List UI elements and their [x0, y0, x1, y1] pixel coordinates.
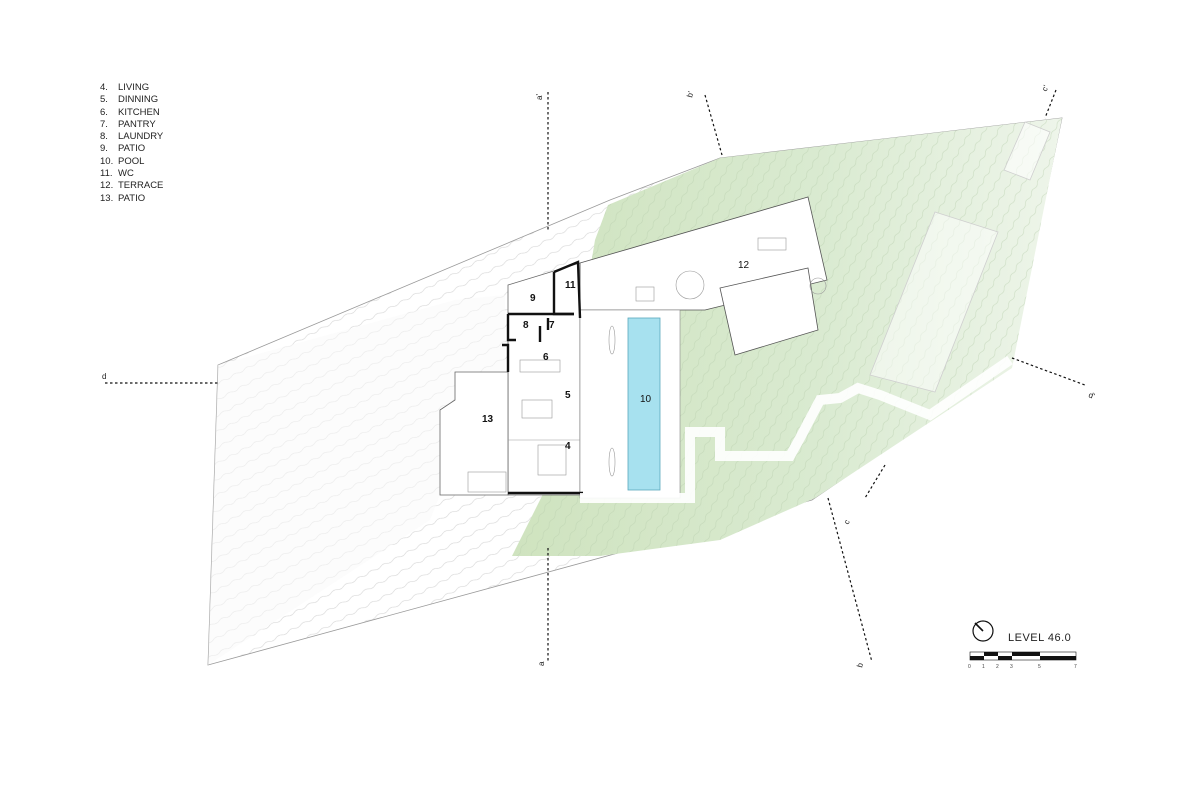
scale-tick-label: 2 [996, 664, 999, 670]
house-outline [507, 262, 581, 496]
lower-lot-area [208, 295, 505, 665]
garden-path [580, 355, 1013, 503]
section-a-top-label: a' [535, 94, 544, 100]
interior-details [467, 237, 827, 493]
small-deck [1003, 121, 1051, 181]
legend-item-number: 9. [100, 143, 108, 155]
room-label-9: 9 [530, 293, 536, 304]
room-legend: 4. LIVING 5. DINNING 6. KITCHEN 7. PANTRY 8. LAUN… [100, 82, 163, 205]
legend-item-label: POOL [118, 155, 145, 167]
scale-tick-labels: 0 1 2 3 5 7 [968, 664, 1078, 674]
section-a-bottom-label: a [537, 661, 546, 666]
legend-item-label: TERRACE [118, 180, 164, 192]
legend-item: 7. PANTRY [100, 119, 163, 131]
section-lines [105, 89, 1086, 663]
legend-item: 6. KITCHEN [100, 107, 163, 119]
section-c-top-label: c' [1040, 83, 1051, 93]
legend-item-number: 13. [100, 192, 114, 204]
level-title: LEVEL 46.0 [1008, 632, 1072, 644]
room-labels: 4 5 6 7 8 9 10 11 12 13 [482, 260, 750, 452]
scale-tick-label: 0 [968, 664, 971, 670]
room-label-7: 7 [549, 320, 555, 331]
scale-tick-label: 5 [1038, 664, 1041, 670]
legend-item-label: KITCHEN [118, 106, 160, 118]
terrace-roof [719, 267, 819, 356]
legend-item-number: 8. [100, 131, 108, 143]
legend-item-number: 10. [100, 155, 114, 167]
scale-tick-label: 1 [982, 664, 985, 670]
legend-item-label: LAUNDRY [118, 131, 164, 143]
legend-item-number: 7. [100, 118, 108, 130]
scale-tick-label: 7 [1074, 664, 1077, 670]
room-label-4: 4 [565, 441, 571, 452]
section-c-bottom-label: c [842, 518, 852, 526]
legend-item-label: PATIO [118, 192, 146, 204]
north-arrow-icon [972, 620, 994, 642]
room-label-5: 5 [565, 390, 571, 401]
legend-item-label: PATIO [118, 143, 146, 155]
legend-item-number: 4. [100, 82, 108, 93]
section-d-left-label: d [102, 372, 106, 381]
walls [502, 260, 583, 495]
legend-item: 10. POOL [100, 156, 163, 168]
legend-item: 11. WC [100, 168, 163, 180]
scale-tick-label: 3 [1010, 664, 1013, 670]
scale-bar [969, 651, 1077, 661]
legend-item: 8. LAUNDRY [100, 131, 163, 143]
section-d-right-label: d' [1087, 390, 1096, 401]
room-label-11: 11 [565, 280, 576, 291]
room-label-10: 10 [640, 394, 652, 405]
legend-item: 9. PATIO [100, 143, 163, 155]
section-tags: a' a b' b c' c d d' [102, 83, 1096, 668]
legend-item: 12. TERRACE [100, 180, 163, 192]
room-label-12: 12 [738, 260, 750, 271]
legend-item-number: 11. [100, 168, 113, 180]
legend-item-number: 12. [100, 180, 114, 192]
section-b-top-label: b' [685, 90, 695, 99]
legend-item-number: 5. [100, 94, 108, 106]
legend-item-label: LIVING [118, 82, 150, 93]
tennis-court [869, 211, 999, 393]
legend-item: 4. LIVING [100, 82, 163, 94]
legend-item-label: DINNING [118, 94, 159, 106]
section-b-bottom-label: b [855, 661, 865, 668]
room-label-6: 6 [543, 352, 549, 363]
legend-item: 13. PATIO [100, 193, 163, 205]
room-label-13: 13 [482, 414, 494, 425]
legend-item-label: PANTRY [118, 118, 156, 130]
legend-item: 5. DINNING [100, 94, 163, 106]
legend-item-number: 6. [100, 106, 108, 118]
room-label-8: 8 [523, 320, 529, 331]
legend-item-label: WC [118, 168, 134, 180]
pool [627, 317, 661, 491]
